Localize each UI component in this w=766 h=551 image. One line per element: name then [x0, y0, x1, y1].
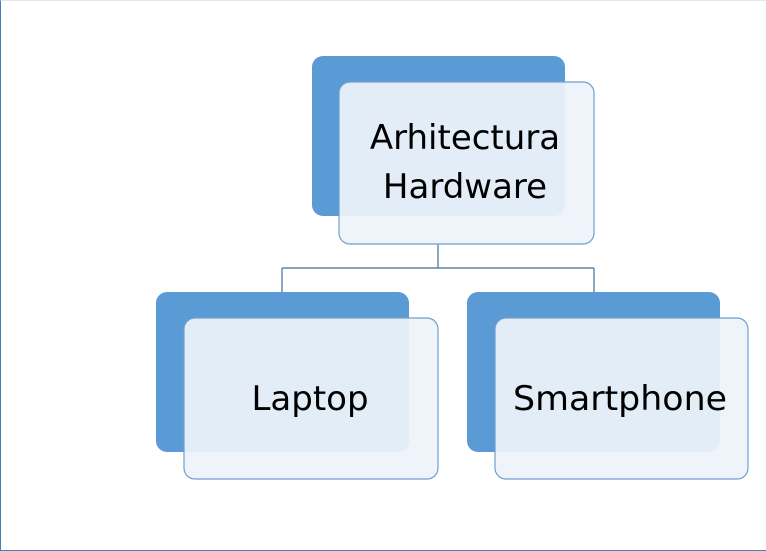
- node-root: Arhitectura Hardware: [312, 56, 595, 245]
- node-root-label-line2: Hardware: [383, 167, 547, 207]
- node-root-front-box: [338, 81, 595, 245]
- node-root-label-line1: Arhitectura: [370, 118, 560, 158]
- node-laptop-front-box: [183, 317, 439, 480]
- connectors: [281, 243, 595, 292]
- node-smartphone: Smartphone: [467, 292, 749, 480]
- node-smartphone-label: Smartphone: [513, 379, 727, 419]
- node-smartphone-front-box: [494, 317, 749, 480]
- node-laptop-label: Laptop: [251, 379, 368, 419]
- node-laptop: Laptop: [156, 292, 439, 480]
